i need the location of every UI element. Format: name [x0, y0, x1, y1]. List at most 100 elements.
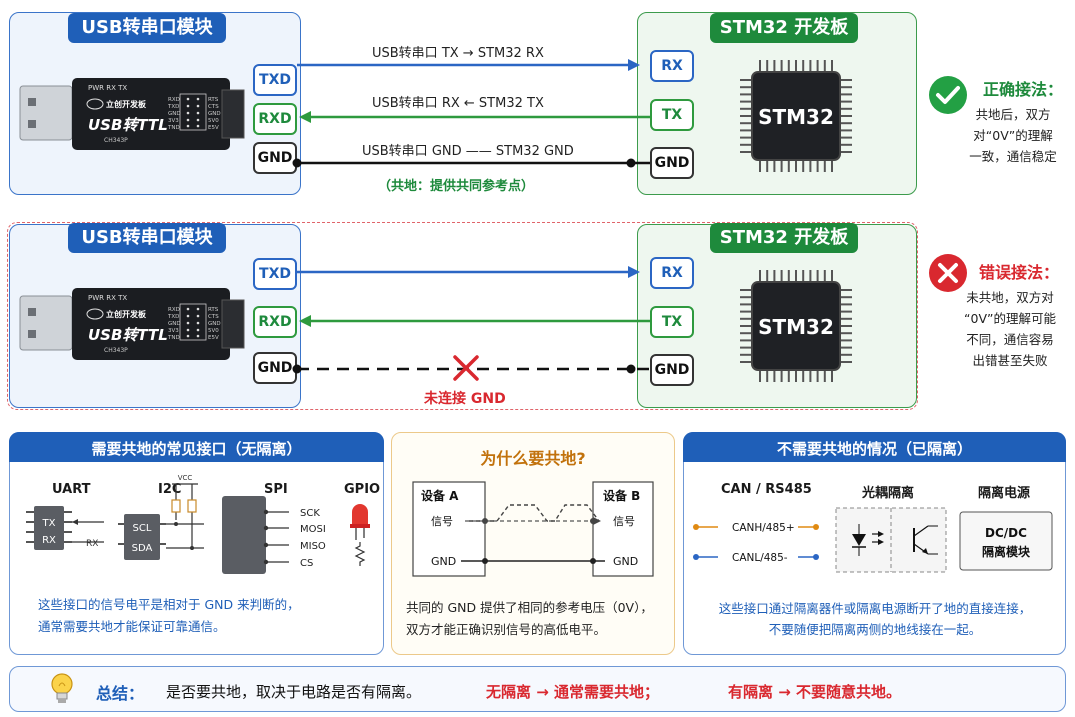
- top-usb-pin-rxd: RXD: [253, 103, 297, 135]
- check-icon: [929, 76, 967, 114]
- gnd-label-a: GND: [431, 555, 456, 568]
- can-header: CAN / RS485: [721, 482, 812, 497]
- panel-right-text1: 这些接口通过隔离器件或隔离电源断开了地的直接连接，: [718, 601, 1032, 616]
- lightbulb-icon: [51, 673, 73, 703]
- panel-mid-text2: 双方才能正确识别信号的高低电平。: [406, 622, 607, 637]
- svg-text:立创开发板: 立创开发板: [106, 309, 147, 319]
- led-icon: [350, 504, 370, 566]
- mid-verdict-line4: 出错甚至失败: [972, 353, 1048, 368]
- mid-wires: [292, 266, 650, 381]
- dcdc-line1: DC/DC: [985, 526, 1027, 540]
- panel-left-text2: 通常需要共地才能保证可靠通信。: [38, 619, 226, 634]
- svg-text:USB转TTL: USB转TTL: [88, 326, 168, 344]
- svg-text:TXD: TXD: [167, 104, 179, 110]
- top-verdict-line2: 对“0V”的理解: [973, 128, 1053, 143]
- mid-stm-pin-rx: RX: [650, 257, 694, 289]
- svg-text:RTS: RTS: [208, 97, 219, 103]
- uart-tx-label: TX: [42, 518, 56, 529]
- opto-header: 光耦隔离: [862, 486, 915, 501]
- svg-text:GND: GND: [168, 111, 181, 117]
- summary-part1: 无隔离 → 通常需要共地；: [486, 683, 660, 701]
- svg-text:3V3: 3V3: [168, 328, 179, 334]
- gpio-header: GPIO: [344, 482, 381, 497]
- svg-text:TND: TND: [167, 125, 180, 131]
- uart-wire-rx-label: RX: [86, 539, 98, 549]
- top-usb-title: USB转串口模块: [68, 13, 226, 43]
- panel-right-title: 不需要共地的情况（已隔离）: [776, 440, 972, 458]
- top-wire1-label: USB转串口 TX → STM32 RX: [372, 46, 544, 61]
- top-wire3-label: USB转串口 GND —— STM32 GND: [362, 144, 574, 159]
- canl-label: CANL/485-: [732, 552, 788, 564]
- top-stm-pin-rx: RX: [650, 50, 694, 82]
- dcdc-line2: 隔离模块: [982, 544, 1031, 559]
- mid-verdict-line3: 不同，通信容易: [966, 332, 1054, 347]
- svg-text:GND: GND: [168, 321, 181, 327]
- svg-text:GND: GND: [208, 321, 221, 327]
- panel-left-title: 需要共地的常见接口（无隔离）: [91, 440, 302, 458]
- spi-mosi-label: MOSI: [300, 524, 326, 535]
- svg-text:RXD: RXD: [168, 97, 180, 103]
- spi-sck-label: SCK: [300, 508, 320, 519]
- mid-stm-pin-tx: TX: [650, 306, 694, 338]
- mid-stm-title: STM32 开发板: [710, 223, 858, 253]
- dev-b-label: 设备 B: [603, 488, 640, 503]
- i2c-scl-label: SCL: [133, 523, 152, 534]
- signal-label-b: 信号: [613, 515, 635, 528]
- svg-text:PWR RX TX: PWR RX TX: [88, 294, 127, 302]
- summary-label: 总结：: [96, 684, 145, 703]
- svg-text:CH343P: CH343P: [104, 347, 128, 354]
- top-verdict-line3: 一致，通信稳定: [969, 149, 1057, 164]
- svg-text:GND: GND: [208, 111, 221, 117]
- canh-label: CANH/485+: [732, 522, 795, 534]
- mid-verdict-line1: 未共地，双方对: [966, 290, 1054, 305]
- summary-bar: [9, 666, 1066, 712]
- usb-header-text: PWR RX TX: [88, 84, 127, 92]
- panel-left-text1: 这些接口的信号电平是相对于 GND 来判断的，: [38, 597, 300, 612]
- i2c-sda-label: SDA: [132, 543, 153, 554]
- mid-usb-pin-rxd: RXD: [253, 306, 297, 338]
- spi-header: SPI: [264, 482, 288, 497]
- interfaces-illustration: TX RX RX VCC SCL SDA SCK MOSI MISO CS: [26, 474, 370, 574]
- top-usb-module-image: PWR RX TX 立创开发板 USB转TTL CH343P RXD TXD G…: [19, 78, 245, 150]
- error-x-icon: [929, 254, 967, 292]
- dev-a-label: 设备 A: [421, 488, 459, 503]
- mid-usb-module-image: PWR RX TX 立创开发板 USB转TTL CH343P RXD TXD G…: [19, 288, 245, 360]
- panel-need-ground: [9, 432, 384, 655]
- panel-right-text2: 不要随便把隔离两侧的地线接在一起。: [768, 622, 982, 637]
- iso-power-header: 隔离电源: [978, 486, 1031, 501]
- top-stm-pin-gnd: GND: [650, 147, 694, 179]
- top-ground-note: （共地：提供共同参考点）: [378, 179, 535, 194]
- svg-text:立创开发板: 立创开发板: [106, 99, 147, 109]
- top-usb-pin-txd: TXD: [253, 64, 297, 96]
- svg-text:CTS: CTS: [208, 104, 219, 110]
- mid-stm32-chip: STM32: [740, 270, 852, 382]
- svg-text:RTS: RTS: [208, 307, 219, 313]
- why-ground-diagram: 设备 A 设备 B 信号 信号 GND GND: [412, 481, 654, 577]
- svg-text:TXD: TXD: [167, 314, 179, 320]
- summary-text: 是否要共地，取决于电路是否有隔离。: [166, 683, 422, 701]
- top-stm-pin-tx: TX: [650, 99, 694, 131]
- isolation-diagram: CANH/485+ CANL/485- DC/DC 隔离模块: [693, 507, 1053, 573]
- svg-text:3V3: 3V3: [168, 118, 179, 124]
- svg-text:CTS: CTS: [208, 314, 219, 320]
- top-chip-label: STM32: [758, 105, 834, 129]
- signal-label-a: 信号: [431, 515, 453, 528]
- mid-usb-title: USB转串口模块: [68, 223, 226, 253]
- top-usb-pin-gnd: GND: [253, 142, 297, 174]
- mid-usb-pin-gnd: GND: [253, 352, 297, 384]
- mid-usb-pin-txd: TXD: [253, 258, 297, 290]
- svg-text:RXD: RXD: [168, 307, 180, 313]
- panel-mid-title: 为什么要共地?: [480, 449, 586, 468]
- svg-text:CH343P: CH343P: [104, 137, 128, 144]
- summary-part2: 有隔离 → 不要随意共地。: [728, 683, 902, 701]
- gnd-label-b: GND: [613, 555, 638, 568]
- spi-miso-label: MISO: [300, 541, 326, 552]
- uart-rx-label: RX: [42, 535, 56, 546]
- panel-mid-text1: 共同的 GND 提供了相同的参考电压（0V），: [406, 600, 653, 615]
- top-wire2-label: USB转串口 RX ← STM32 TX: [372, 96, 544, 111]
- svg-text:E5V: E5V: [208, 125, 219, 131]
- svg-text:5V0: 5V0: [208, 118, 219, 124]
- i2c-vcc-label: VCC: [178, 474, 193, 482]
- mid-stm-pin-gnd: GND: [650, 354, 694, 386]
- top-verdict-title: 正确接法：: [983, 80, 1064, 99]
